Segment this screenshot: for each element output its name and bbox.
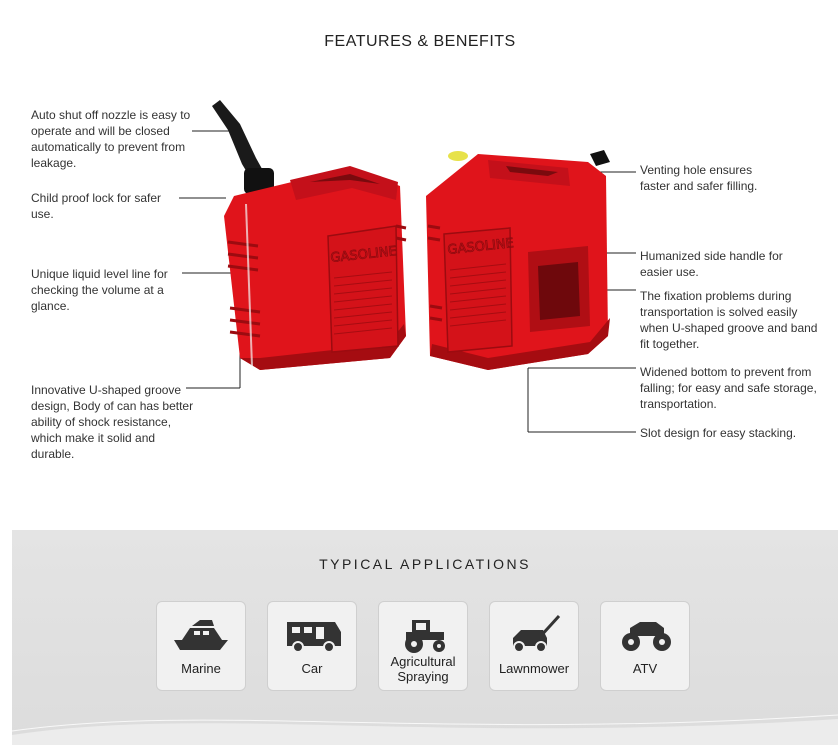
can-label-text: GASOLINE: [330, 244, 398, 266]
lawnmower-icon: [513, 614, 561, 653]
feature-fixation: The fixation problems during transportat…: [640, 289, 818, 351]
app-card-atv[interactable]: ATV: [600, 601, 690, 691]
app-card-marine[interactable]: Marine: [156, 601, 246, 691]
applications-section: TYPICAL APPLICATIONS Marine Car: [12, 530, 838, 745]
app-label-agricultural: Agricultural Spraying: [390, 654, 456, 684]
feature-venting: Venting hole ensures faster and safer fi…: [640, 163, 758, 193]
decorative-wave: [12, 714, 838, 745]
page-title: FEATURES & BENEFITS: [324, 33, 516, 50]
app-card-agricultural[interactable]: Agricultural Spraying: [378, 601, 468, 691]
can-label-text-back: GASOLINE: [447, 236, 515, 258]
tractor-icon: [405, 620, 445, 653]
callout-lines: [179, 130, 636, 433]
app-card-car[interactable]: Car: [267, 601, 357, 691]
atv-icon: [622, 622, 671, 651]
fuel-can-back-image: GASOLINE: [426, 150, 610, 370]
fuel-can-front-image: GASOLINE: [212, 100, 407, 370]
feature-side-handle: Humanized side handle for easier use.: [640, 249, 783, 279]
feature-child-lock: Child proof lock for safer use.: [31, 191, 162, 221]
feature-auto-shutoff: Auto shut off nozzle is easy to operate …: [31, 108, 191, 170]
feature-slot: Slot design for easy stacking.: [640, 426, 797, 440]
feature-level-line: Unique liquid level line for checking th…: [31, 267, 168, 313]
app-card-lawnmower[interactable]: Lawnmower: [489, 601, 579, 691]
app-label-lawnmower: Lawnmower: [498, 661, 570, 676]
rv-icon: [287, 622, 341, 653]
boat-icon: [174, 620, 228, 650]
app-label-marine: Marine: [181, 661, 221, 676]
app-label-atv: ATV: [632, 661, 658, 676]
app-label-car: Car: [301, 661, 323, 676]
feature-u-groove: Innovative U-shaped groove design, Body …: [31, 383, 194, 461]
applications-title: TYPICAL APPLICATIONS: [319, 556, 531, 572]
feature-widened-bottom: Widened bottom to prevent from falling; …: [640, 365, 817, 411]
